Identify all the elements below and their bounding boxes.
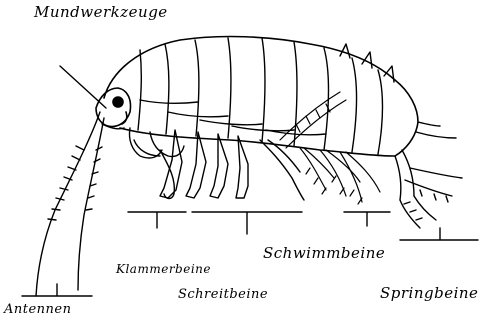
pointer-mundwerkzeuge [60,66,106,108]
antennae [36,112,124,296]
bracket-schreitbeine [192,212,302,234]
label-antennen: Antennen [4,302,72,317]
bracket-klammerbeine [128,212,186,228]
label-klammerbeine: Klammerbeine [116,262,211,276]
label-springbeine: Springbeine [380,284,478,302]
bracket-antennen [22,284,92,296]
bracket-springbeine [400,228,478,240]
bracket-schwimmbeine [344,212,390,226]
label-schreitbeine: Schreitbeine [178,287,268,302]
swimming-legs [280,92,380,204]
label-schwimmbeine: Schwimmbeine [263,244,385,262]
jumping-legs [395,122,462,228]
label-mundwerkzeuge: Mundwerkzeuge [34,3,168,21]
